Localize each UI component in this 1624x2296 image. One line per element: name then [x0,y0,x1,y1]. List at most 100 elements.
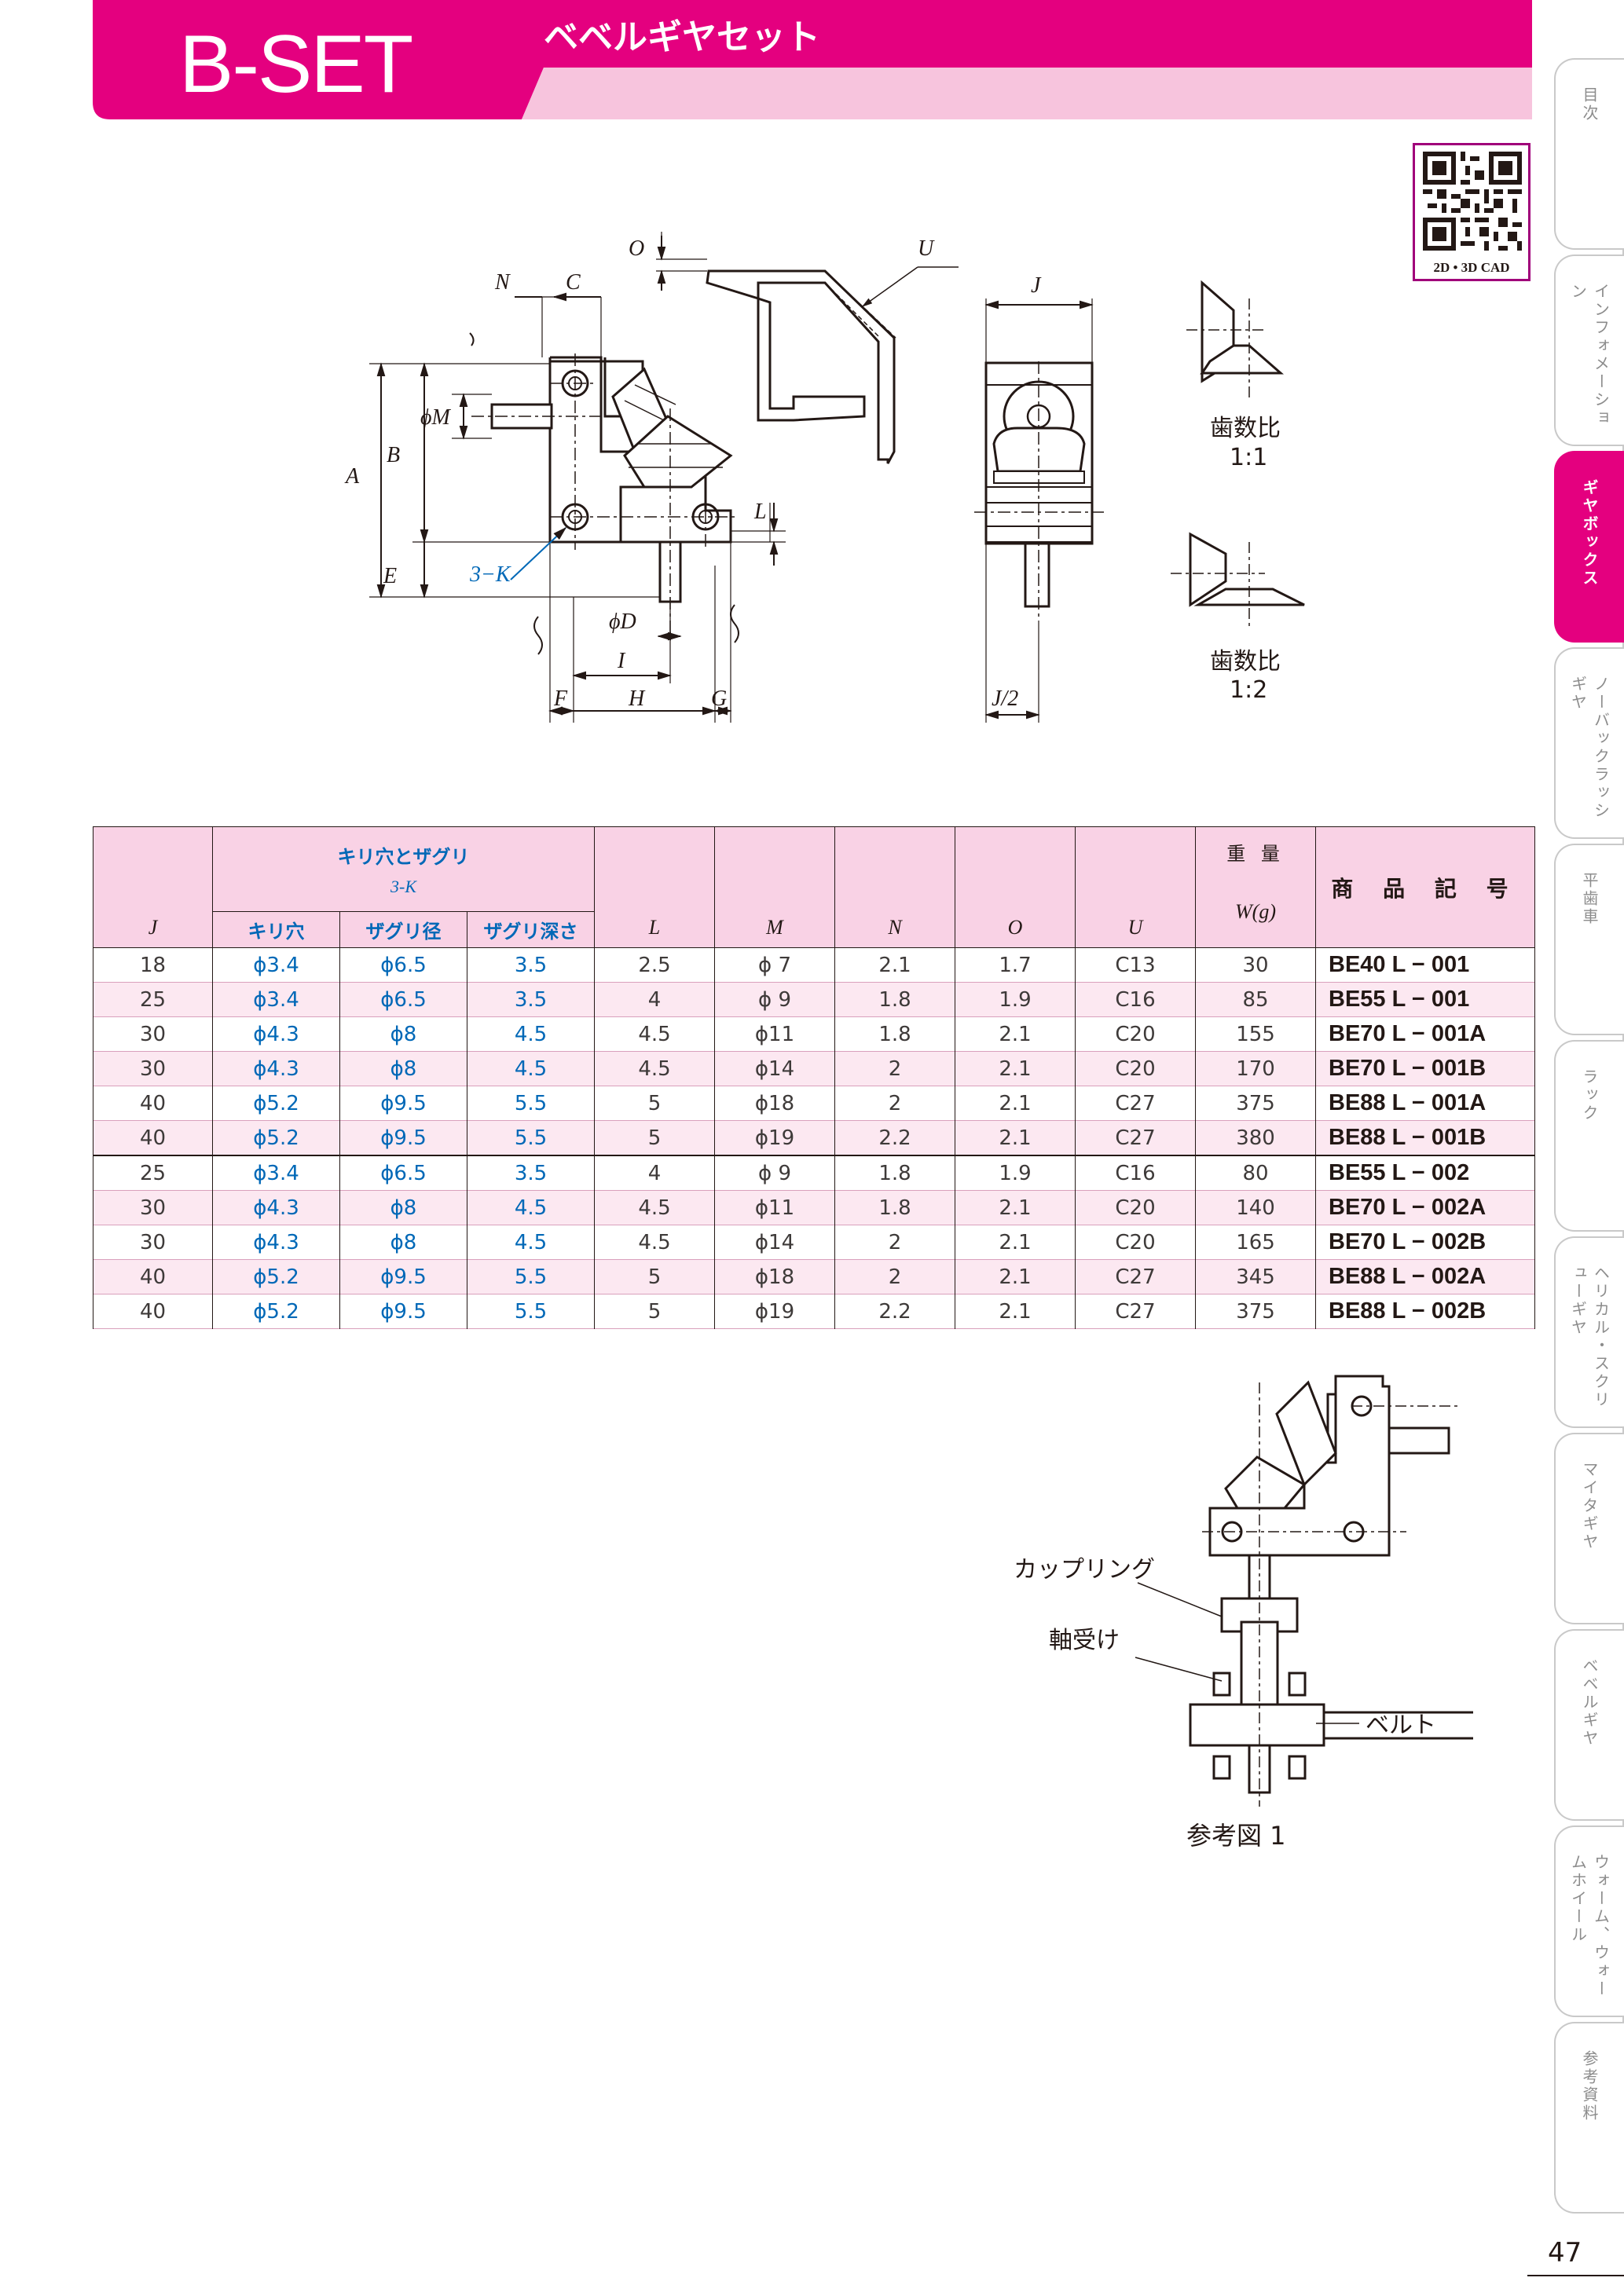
table-cell: 30 [93,1016,213,1052]
page-title: B-SET [179,19,413,110]
table-cell: 5 [594,1259,716,1294]
table-cell: C16 [1075,982,1197,1017]
ref-label-coupling: カップリング [1014,1556,1155,1584]
table-cell: 2.1 [955,1190,1076,1225]
header-m: M [714,826,836,948]
table-cell: C20 [1075,1190,1197,1225]
table-cell: 40 [93,1294,213,1329]
header-banner [93,0,1532,119]
table-cell: 2.1 [834,947,956,983]
header-hole-group-label: キリ穴とザグリ [337,846,470,868]
ratio-2-value: 1:2 [1230,676,1267,704]
table-cell: 5.5 [466,1086,596,1121]
side-tab-bevel-gear[interactable]: ベベルギヤ [1554,1629,1624,1821]
side-tab-contents[interactable]: 目次 [1554,58,1624,250]
dim-label-k: 3−K [469,562,511,587]
qr-caption: 2D • 3D CAD [1433,260,1510,275]
product-code-cell: BE70 L − 001B [1315,1051,1536,1086]
table-cell: 18 [93,947,213,983]
table-cell: 2.5 [594,947,716,983]
table-cell: ϕ6.5 [339,1155,467,1191]
table-cell: 2 [834,1086,956,1121]
side-tab-gearbox[interactable]: ギヤボックス [1554,451,1624,643]
table-cell: 5 [594,1086,716,1121]
table-cell: 1.8 [834,1190,956,1225]
side-tab-information[interactable]: インフォメーション [1554,255,1624,446]
side-tab-helical[interactable]: ヘリカル・スクリューギヤ [1554,1236,1624,1428]
table-cell: C16 [1075,1155,1197,1191]
table-cell: 1.7 [955,947,1076,983]
table-cell: 25 [93,1155,213,1191]
table-cell: C20 [1075,1051,1197,1086]
table-cell: ϕ 9 [714,1155,836,1191]
header-o: O [955,826,1076,948]
side-tab-miter-gear[interactable]: マイタギヤ [1554,1433,1624,1624]
table-cell: 2.1 [955,1051,1076,1086]
side-tab-rack[interactable]: ラック [1554,1040,1624,1232]
table-cell: 380 [1195,1120,1317,1155]
table-cell: 1.8 [834,982,956,1017]
table-cell: 5 [594,1294,716,1329]
ref-caption: 参考図 1 [1186,1821,1286,1851]
table-cell: 30 [93,1051,213,1086]
table-cell: 4.5 [594,1225,716,1260]
table-cell: ϕ8 [339,1016,467,1052]
side-tab-no-backlash[interactable]: ノーバックラッシギヤ [1554,647,1624,839]
table-cell: ϕ4.3 [212,1051,340,1086]
table-cell: ϕ9.5 [339,1294,467,1329]
table-cell: ϕ8 [339,1190,467,1225]
spec-table: J キリ穴とザグリ 3-K L M N O U 重 量 W(g) 商 品 記 号… [93,826,1536,1329]
dim-label-u: U [918,236,935,261]
header-j: J [93,826,213,948]
dim-label-h: H [628,687,646,711]
table-cell: ϕ18 [714,1259,836,1294]
product-code-cell: BE55 L − 001 [1315,982,1536,1017]
product-code-cell: BE88 L − 001B [1315,1120,1536,1155]
table-cell: ϕ8 [339,1225,467,1260]
table-cell: ϕ4.3 [212,1190,340,1225]
table-cell: ϕ4.3 [212,1225,340,1260]
header-hole-group-sub: 3-K [390,877,416,896]
side-tab-spur-gear[interactable]: 平歯車 [1554,844,1624,1035]
dim-label-j2: J/2 [992,687,1018,711]
dim-label-m: ϕM [420,405,451,430]
table-cell: ϕ9.5 [339,1259,467,1294]
table-cell: ϕ3.4 [212,947,340,983]
table-cell: ϕ8 [339,1051,467,1086]
table-cell: C27 [1075,1086,1197,1121]
cad-qr-box[interactable]: 2D • 3D CAD [1413,143,1531,281]
table-cell: C27 [1075,1294,1197,1329]
table-cell: 4.5 [466,1190,596,1225]
table-cell: ϕ6.5 [339,947,467,983]
table-cell: ϕ19 [714,1120,836,1155]
dim-label-f: F [553,687,568,711]
header-l: L [594,826,716,948]
table-cell: 4 [594,1155,716,1191]
table-cell: ϕ11 [714,1190,836,1225]
product-code-cell: BE88 L − 002B [1315,1294,1536,1329]
page-subtitle: ベベルギヤセット [544,17,820,57]
table-cell: 2 [834,1225,956,1260]
table-cell: 2.2 [834,1294,956,1329]
side-tab-worm[interactable]: ウォーム、ウォームホイール [1554,1825,1624,2017]
table-cell: ϕ6.5 [339,982,467,1017]
table-cell: 4.5 [594,1016,716,1052]
ratio-1-value: 1:1 [1230,444,1267,471]
table-cell: 2.1 [955,1120,1076,1155]
table-cell: 2.1 [955,1086,1076,1121]
table-cell: C20 [1075,1016,1197,1052]
table-cell: 2 [834,1259,956,1294]
header-hole: キリ穴 [212,911,340,948]
table-cell: 3.5 [466,1155,596,1191]
side-tab-reference[interactable]: 参考資料 [1554,2022,1624,2214]
table-cell: 30 [93,1190,213,1225]
table-cell: 2 [834,1051,956,1086]
ratio-2-label: 歯数比 [1210,648,1281,676]
dim-label-n: N [494,270,511,295]
